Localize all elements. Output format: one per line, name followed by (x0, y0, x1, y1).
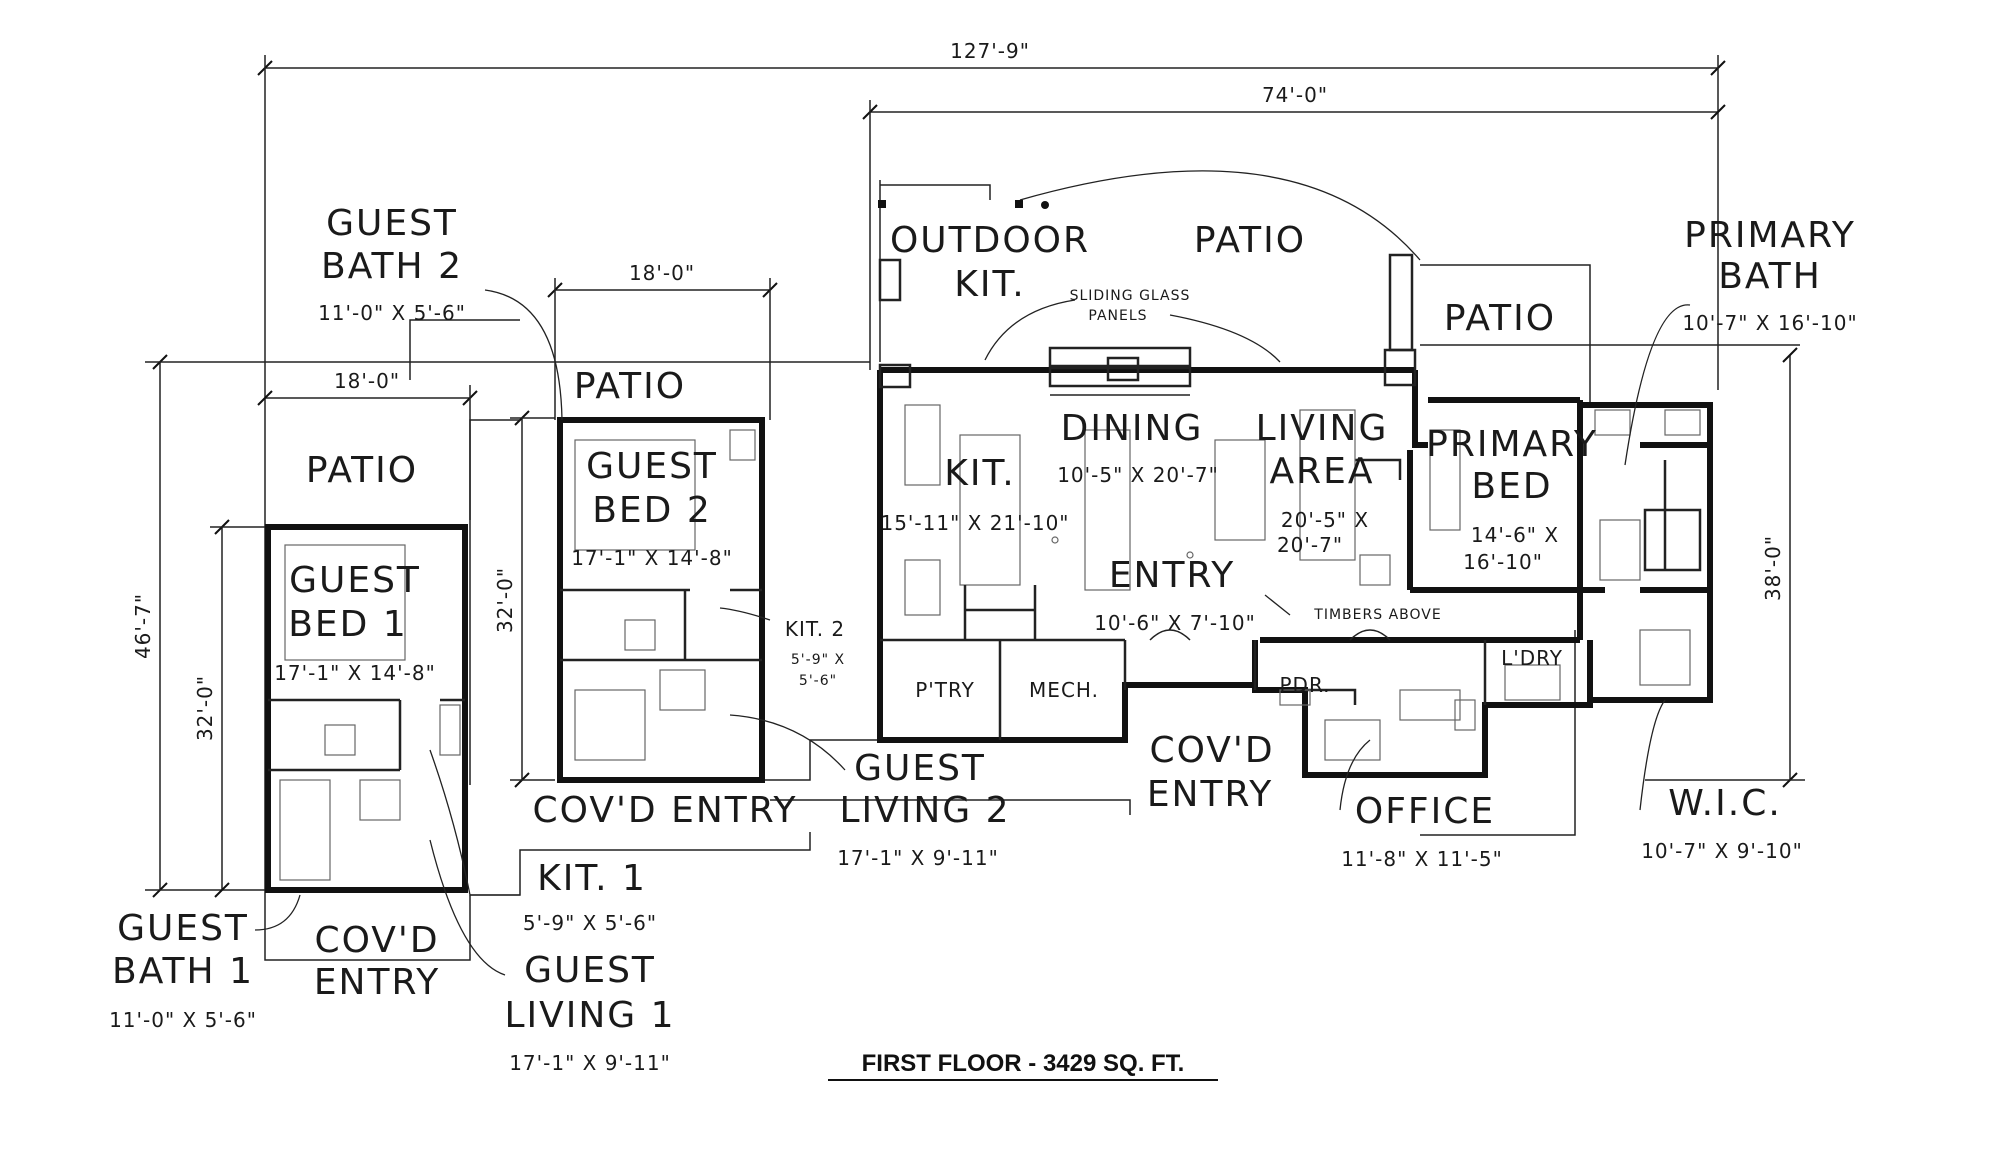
room-kit-1: KIT. 1 5'-9" X 5'-6" (523, 858, 657, 935)
guest-bath-1-name-2: BATH 1 (112, 951, 254, 992)
patio-bed1-label: PATIO (306, 450, 418, 491)
entry-name: ENTRY (1109, 555, 1235, 596)
primary-bath-size: 10'-7" X 16'-10" (1682, 311, 1857, 335)
covd-entry-main-name-2: ENTRY (1147, 774, 1273, 815)
room-wic: W.I.C. 10'-7" X 9'-10" (1641, 783, 1803, 863)
main-house-details (878, 200, 1701, 761)
guest-suite-1-walls (265, 524, 468, 893)
room-covd-entry-bed1: COV'D ENTRY (314, 920, 440, 1003)
room-guest-bed-2: GUEST BED 2 17'-1" X 14'-8" (571, 446, 733, 570)
covd-entry-bed1-name-2: ENTRY (314, 962, 440, 1003)
dining-name: DINING (1061, 408, 1204, 449)
guest-bed-1-name-1: GUEST (289, 560, 421, 601)
laundry-label: L'DRY (1501, 646, 1563, 670)
guest-bath-1-size: 11'-0" X 5'-6" (109, 1008, 257, 1032)
dim-primary-height: 38'-0" (1761, 535, 1785, 601)
living-area-name-1: LIVING (1256, 408, 1389, 449)
primary-bath-name-2: BATH (1718, 256, 1822, 297)
floor-caption: FIRST FLOOR - 3429 SQ. FT. (862, 1050, 1185, 1077)
pantry-label: P'TRY (915, 678, 975, 702)
mech-label: MECH. (1029, 678, 1099, 702)
dim-bed1-width: 18'-0" (334, 369, 400, 393)
kit-2-size-2: 5'-6" (799, 673, 837, 689)
room-entry: ENTRY 10'-6" X 7'-10" (1094, 555, 1256, 635)
room-guest-bath-2: GUEST BATH 2 11'-0" X 5'-6" (318, 203, 466, 325)
dining-size: 10'-5" X 20'-7" (1057, 463, 1219, 487)
sliding-note-line-1: SLIDING GLASS (1070, 288, 1191, 304)
covd-entry-bed2-label: COV'D ENTRY (533, 790, 798, 831)
room-kit-2: KIT. 2 5'-9" X 5'-6" (785, 617, 845, 689)
pdr-label: PDR. (1279, 673, 1330, 697)
primary-bed-size-2: 16'-10" (1463, 550, 1543, 574)
entry-size: 10'-6" X 7'-10" (1094, 611, 1256, 635)
room-primary-bath: PRIMARY BATH 10'-7" X 16'-10" (1682, 215, 1857, 335)
living-area-size-1: 20'-5" X (1281, 508, 1369, 532)
main-house-walls (877, 367, 1713, 778)
timbers-above-note: TIMBERS ABOVE (1313, 607, 1441, 623)
guest-bed-1-size: 17'-1" X 14'-8" (274, 661, 436, 685)
room-kit: KIT. 15'-11" X 21'-10" (880, 453, 1069, 535)
guest-bed-2-size: 17'-1" X 14'-8" (571, 546, 733, 570)
patio-primary-label: PATIO (1444, 298, 1556, 339)
kit-name: KIT. (944, 453, 1015, 494)
guest-living-1-size: 17'-1" X 9'-11" (509, 1051, 671, 1075)
guest-bath-2-name-1: GUEST (326, 203, 458, 244)
guest-bed-2-name-2: BED 2 (592, 490, 712, 531)
dim-total-width: 127'-9" (950, 39, 1030, 63)
outdoor-kit-name-1: OUTDOOR (890, 220, 1090, 261)
guest-living-2-size: 17'-1" X 9'-11" (837, 846, 999, 870)
primary-bed-name-2: BED (1471, 466, 1552, 507)
guest-bed-2-name-1: GUEST (586, 446, 718, 487)
room-guest-bed-1: GUEST BED 1 17'-1" X 14'-8" (274, 560, 436, 685)
living-area-size-2: 20'-7" (1277, 533, 1343, 557)
kit-1-size: 5'-9" X 5'-6" (523, 911, 657, 935)
guest-bed-1-name-2: BED 1 (288, 604, 408, 645)
wic-name: W.I.C. (1668, 783, 1782, 824)
dim-main-width: 74'-0" (1262, 83, 1328, 107)
room-primary-bed: PRIMARY BED 14'-6" X 16'-10" (1426, 424, 1598, 574)
guest-bath-2-name-2: BATH 2 (321, 246, 463, 287)
room-living-area: LIVING AREA 20'-5" X 20'-7" (1256, 408, 1389, 557)
guest-living-2-name-1: GUEST (854, 748, 986, 789)
dim-left-height: 46'-7" (131, 593, 155, 659)
room-guest-bath-1: GUEST BATH 1 11'-0" X 5'-6" (109, 908, 257, 1032)
room-office: OFFICE 11'-8" X 11'-5" (1341, 791, 1503, 871)
room-outdoor-kit: OUTDOOR KIT. (890, 220, 1090, 305)
guest-living-1-name-1: GUEST (524, 950, 656, 991)
primary-bath-name-1: PRIMARY (1684, 215, 1856, 256)
guest-bath-2-size: 11'-0" X 5'-6" (318, 301, 466, 325)
dimension-lines (145, 55, 1805, 898)
outdoor-kit-name-2: KIT. (954, 264, 1025, 305)
covd-entry-bed1-name-1: COV'D (314, 920, 439, 961)
room-covd-entry-main: COV'D ENTRY (1147, 730, 1274, 815)
kit-1-name: KIT. 1 (537, 858, 647, 899)
kit-2-name: KIT. 2 (785, 617, 845, 641)
room-guest-living-2: GUEST LIVING 2 17'-1" X 9'-11" (837, 748, 1010, 870)
wic-size: 10'-7" X 9'-10" (1641, 839, 1803, 863)
sliding-glass-note: SLIDING GLASS PANELS (1070, 288, 1191, 324)
sliding-note-line-2: PANELS (1088, 308, 1147, 324)
guest-living-2-name-2: LIVING 2 (839, 790, 1010, 831)
room-guest-living-1: GUEST LIVING 1 17'-1" X 9'-11" (504, 950, 675, 1075)
kit-size: 15'-11" X 21'-10" (880, 511, 1069, 535)
guest-bath-1-name-1: GUEST (117, 908, 249, 949)
kit-2-size-1: 5'-9" X (791, 652, 845, 668)
guest-suite-2-walls (557, 417, 765, 783)
dim-bed1-height: 32'-0" (193, 675, 217, 741)
covd-entry-main-name-1: COV'D (1149, 730, 1274, 771)
room-dining: DINING 10'-5" X 20'-7" (1057, 408, 1219, 487)
office-name: OFFICE (1355, 791, 1495, 832)
dim-bed2-width: 18'-0" (629, 261, 695, 285)
leader-lines (254, 289, 1691, 976)
primary-bed-name-1: PRIMARY (1426, 424, 1598, 465)
guest-living-1-name-2: LIVING 1 (504, 995, 675, 1036)
living-area-name-2: AREA (1269, 451, 1374, 492)
patio-main-label: PATIO (1194, 220, 1306, 261)
dim-bed2-height: 32'-0" (493, 567, 517, 633)
primary-bed-size-1: 14'-6" X (1471, 523, 1559, 547)
patio-bed2-label: PATIO (574, 366, 686, 407)
office-size: 11'-8" X 11'-5" (1341, 847, 1503, 871)
